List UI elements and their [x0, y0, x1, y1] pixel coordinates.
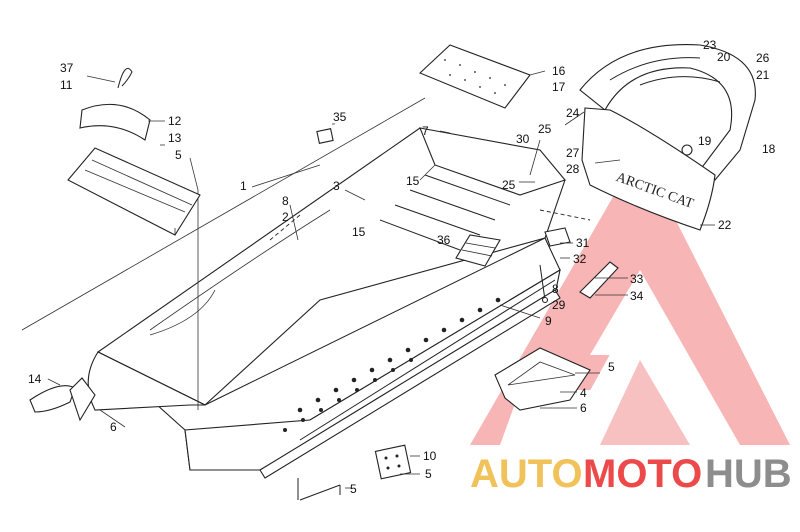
callout-2: 2 — [282, 210, 289, 224]
callout-10: 10 — [423, 449, 437, 463]
callout-11: 11 — [60, 78, 73, 92]
callout-5-bracket: 5 — [608, 360, 615, 374]
callout-37: 37 — [60, 61, 74, 75]
callout-1: 1 — [240, 179, 247, 193]
callout-16: 16 — [552, 64, 566, 78]
callout-6-left: 6 — [110, 420, 117, 434]
callout-18: 18 — [762, 142, 776, 156]
callout-29: 29 — [552, 298, 566, 312]
callout-7: 7 — [422, 124, 429, 138]
callout-3: 3 — [333, 179, 340, 193]
callout-35: 35 — [333, 110, 347, 124]
rear-bumper-parts: ARCTIC CAT — [418, 43, 756, 231]
callout-20: 20 — [717, 50, 731, 64]
leader-lines — [47, 70, 715, 489]
callout-19: 19 — [698, 134, 712, 148]
callout-6-right: 6 — [580, 401, 587, 415]
callout-26: 26 — [756, 51, 770, 65]
callout-8-lower: 8 — [552, 282, 559, 296]
watermark-auto: AUTO — [470, 452, 583, 496]
tunnel-assembly — [21, 97, 566, 479]
callout-32: 32 — [573, 252, 587, 266]
callout-13: 13 — [168, 131, 182, 145]
callout-5: 5 — [175, 148, 182, 162]
callout-12: 12 — [168, 114, 182, 128]
callout-24: 24 — [566, 106, 580, 120]
callout-27: 27 — [566, 146, 580, 160]
small-parts — [29, 128, 619, 501]
callout-30: 30 — [516, 132, 530, 146]
callout-labels: 37 11 12 13 5 1 8 2 3 35 7 15 15 16 17 2… — [28, 38, 776, 496]
watermark-moto: MOTO — [583, 452, 702, 496]
callout-4: 4 — [580, 386, 587, 400]
callout-31: 31 — [576, 236, 590, 250]
callout-21: 21 — [756, 68, 770, 82]
callout-5-bolt: 5 — [350, 482, 357, 496]
callout-17: 17 — [552, 80, 566, 94]
callout-8: 8 — [282, 194, 289, 208]
callout-36: 36 — [437, 233, 451, 247]
heat-shield-parts — [67, 68, 201, 236]
callout-25-lower: 25 — [502, 178, 516, 192]
callout-22: 22 — [718, 218, 732, 232]
callout-23: 23 — [703, 38, 717, 52]
rivet-holes — [283, 297, 501, 432]
callout-9: 9 — [545, 314, 552, 328]
callout-15-side: 15 — [352, 225, 366, 239]
watermark-text: AUTO MOTO HUB — [470, 452, 792, 496]
callout-15-deck: 15 — [406, 174, 420, 188]
callout-34: 34 — [630, 289, 644, 303]
callout-5-plate: 5 — [425, 467, 432, 481]
callout-14: 14 — [28, 372, 42, 386]
watermark-hub: HUB — [705, 452, 792, 496]
callout-25-upper: 25 — [538, 122, 552, 136]
callout-28: 28 — [566, 162, 580, 176]
callout-33: 33 — [630, 272, 644, 286]
